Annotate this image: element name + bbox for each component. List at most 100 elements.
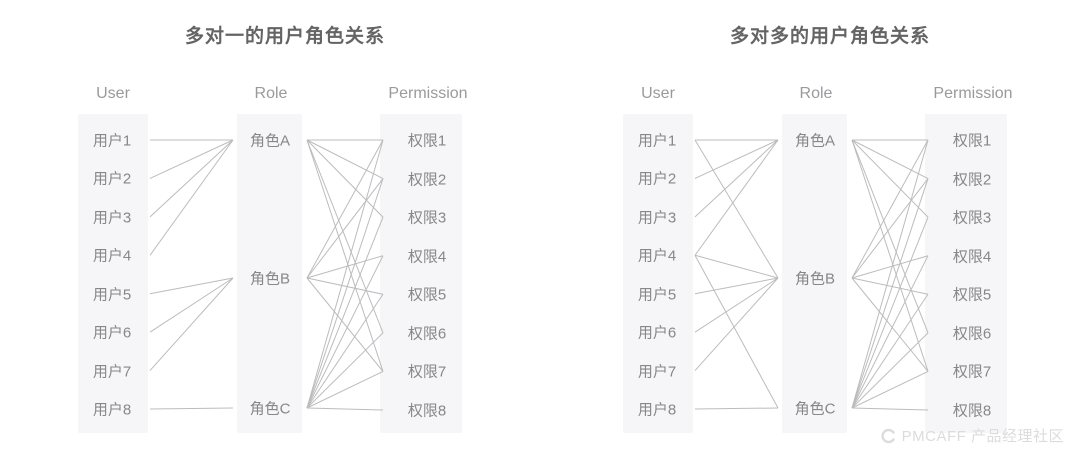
- link-line: [694, 254, 779, 279]
- link-line: [149, 139, 234, 218]
- link-line: [851, 139, 929, 409]
- link-line: [306, 294, 384, 409]
- link-line: [306, 139, 384, 372]
- user-column-background: [623, 114, 693, 433]
- user-node: 用户7: [637, 363, 677, 381]
- watermark: PMCAFF 产品经理社区: [880, 425, 1064, 446]
- permission-node: 权限6: [952, 325, 992, 343]
- permission-node: 权限1: [952, 132, 992, 150]
- link-line: [306, 178, 384, 279]
- permission-node: 权限3: [407, 209, 447, 227]
- permission-node: 权限8: [407, 402, 447, 420]
- permission-node: 权限2: [952, 171, 992, 189]
- link-line: [694, 277, 779, 295]
- link-line: [851, 255, 929, 279]
- diagram-many-to-many: 多对多的用户角色关系 User Role Permission 用户1 用户2 用户…: [545, 0, 1080, 454]
- diagram-title: 多对多的用户角色关系: [729, 26, 930, 47]
- link-line: [694, 139, 779, 179]
- link-line: [306, 332, 384, 409]
- user-node: 用户4: [92, 247, 132, 265]
- link-line: [694, 277, 779, 333]
- link-line: [851, 407, 929, 411]
- user-node: 用户4: [637, 247, 677, 265]
- link-line: [306, 370, 384, 409]
- role-column-background: [237, 114, 302, 433]
- column-header-user: User: [96, 85, 130, 102]
- user-node: 用户3: [637, 209, 677, 227]
- diagram-title: 多对一的用户角色关系: [184, 26, 385, 47]
- role-node: 角色C: [794, 400, 836, 418]
- link-line: [694, 139, 779, 218]
- column-header-user: User: [641, 85, 675, 102]
- role-node: 角色A: [249, 132, 291, 150]
- watermark-text: PMCAFF 产品经理社区: [901, 428, 1064, 445]
- link-line: [694, 407, 779, 410]
- link-line: [306, 139, 384, 334]
- user-column-background: [78, 114, 148, 433]
- role-node: 角色B: [794, 270, 836, 288]
- link-line: [149, 277, 234, 333]
- link-line: [851, 277, 929, 295]
- column-header-role: Role: [254, 85, 288, 102]
- link-line: [694, 139, 779, 256]
- permission-node: 权限5: [407, 286, 447, 304]
- permission-node: 权限4: [407, 248, 447, 266]
- link-line: [306, 277, 384, 372]
- link-line: [306, 139, 384, 218]
- permission-column-background: [380, 114, 462, 433]
- user-node: 用户8: [637, 401, 677, 419]
- role-node: 角色B: [249, 270, 291, 288]
- user-node: 用户1: [637, 132, 677, 150]
- link-line: [851, 139, 929, 180]
- pmcaff-logo-icon: [881, 428, 895, 443]
- user-node: 用户5: [637, 286, 677, 304]
- link-line: [851, 294, 929, 409]
- permission-node: 权限5: [952, 286, 992, 304]
- link-line: [306, 407, 384, 411]
- relationship-lines: [149, 139, 384, 411]
- link-line: [306, 255, 384, 279]
- user-node: 用户3: [92, 209, 132, 227]
- user-node: 用户6: [92, 324, 132, 342]
- link-line: [149, 277, 234, 371]
- column-header-permission: Permission: [388, 85, 468, 102]
- permission-node: 权限7: [407, 363, 447, 381]
- link-line: [694, 139, 779, 279]
- link-line: [851, 139, 929, 279]
- link-line: [694, 277, 779, 371]
- user-node: 用户8: [92, 401, 132, 419]
- user-node: 用户2: [92, 170, 132, 188]
- permission-node: 权限4: [952, 248, 992, 266]
- user-node: 用户5: [92, 286, 132, 304]
- link-line: [306, 139, 384, 409]
- link-line: [306, 139, 384, 279]
- link-line: [306, 277, 384, 295]
- user-node: 用户1: [92, 132, 132, 150]
- link-line: [851, 139, 929, 372]
- link-line: [306, 178, 384, 409]
- user-node: 用户7: [92, 363, 132, 381]
- column-header-permission: Permission: [933, 85, 1013, 102]
- link-line: [149, 139, 234, 179]
- link-line: [149, 277, 234, 295]
- permission-node: 权限8: [952, 402, 992, 420]
- link-line: [851, 216, 929, 409]
- link-line: [851, 370, 929, 409]
- link-line: [149, 407, 234, 410]
- user-node: 用户2: [637, 170, 677, 188]
- link-line: [694, 255, 779, 409]
- role-column-background: [782, 114, 847, 433]
- link-line: [306, 139, 384, 180]
- link-line: [851, 139, 929, 218]
- permission-column-background: [925, 114, 1007, 433]
- link-line: [851, 255, 929, 409]
- link-line: [306, 255, 384, 409]
- permission-node: 权限3: [952, 209, 992, 227]
- column-header-role: Role: [799, 85, 833, 102]
- permission-node: 权限1: [407, 132, 447, 150]
- link-line: [851, 139, 929, 334]
- permission-node: 权限7: [952, 363, 992, 381]
- permission-node: 权限6: [407, 325, 447, 343]
- diagram-many-to-one: 多对一的用户角色关系 User Role Permission 用户1 用户2 用户…: [0, 0, 535, 454]
